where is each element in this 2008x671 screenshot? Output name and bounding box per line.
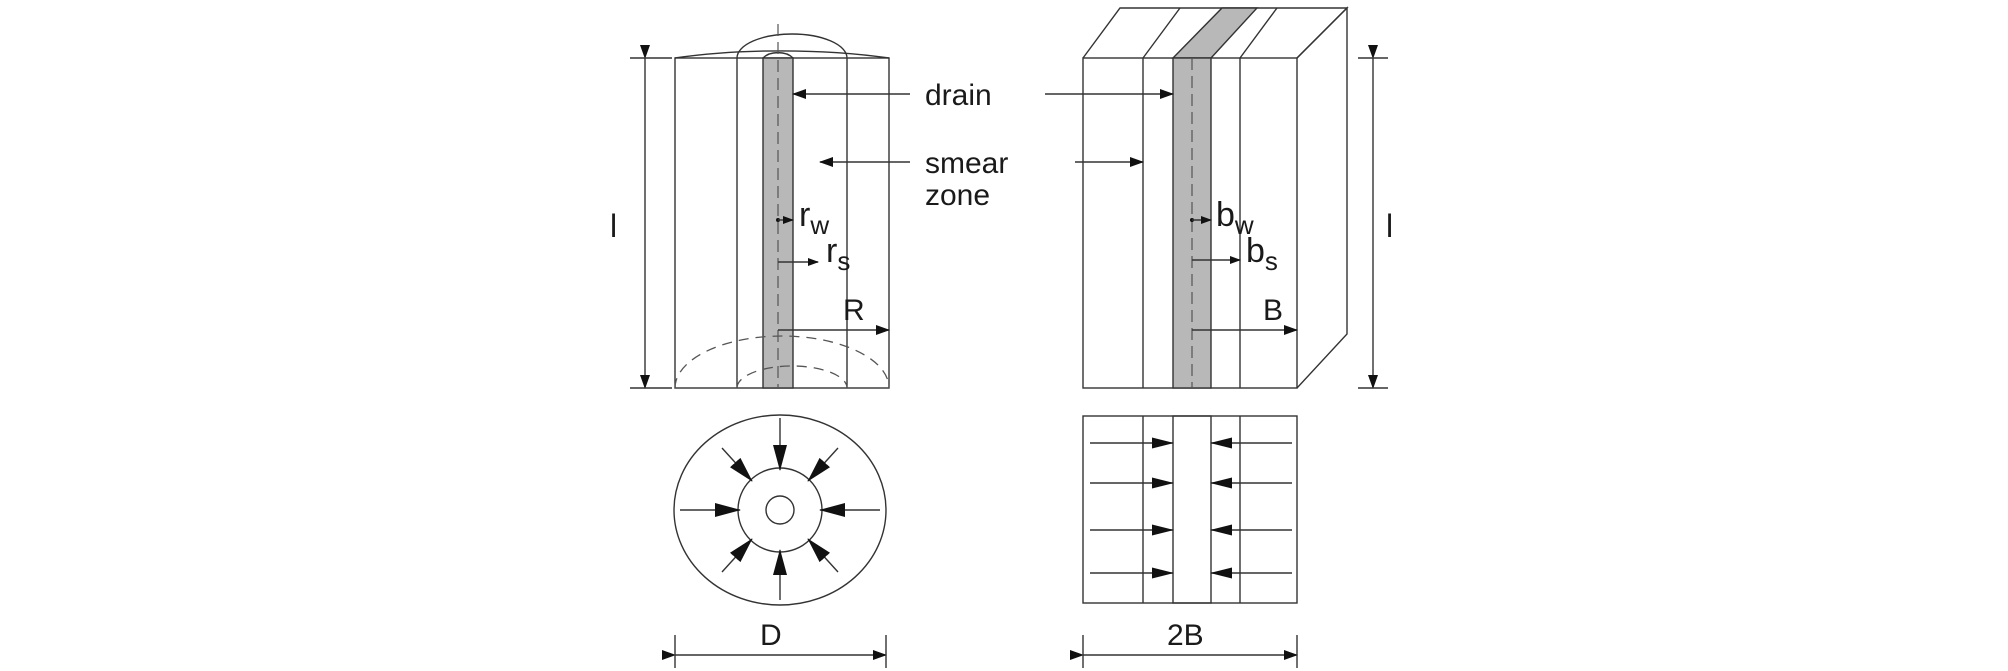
callouts xyxy=(792,89,1174,167)
label-b-s: bs xyxy=(1246,232,1278,276)
drain-strip-top xyxy=(1171,7,1259,59)
label-zone: zone xyxy=(925,179,990,212)
label-D: D xyxy=(760,619,782,652)
planar-flow-arrows xyxy=(1090,437,1292,579)
label-length-right: l xyxy=(1386,208,1393,244)
circular-plan-view xyxy=(662,414,887,668)
block-side-face xyxy=(1296,6,1348,389)
plan-drain-strip xyxy=(1172,415,1212,604)
radial-flow-arrows xyxy=(680,418,880,600)
plan-drain-circle xyxy=(765,495,795,525)
plan-smear-circle xyxy=(737,467,823,553)
cylinder-top-dome xyxy=(674,50,890,59)
cylindrical-unit-cell xyxy=(630,24,890,389)
smear-zone-top-arc xyxy=(736,33,848,59)
label-B: B xyxy=(1263,294,1283,327)
smear-left-edge-top xyxy=(1142,7,1181,59)
label-r-s: rs xyxy=(826,232,850,276)
smear-right-edge-top xyxy=(1239,7,1278,59)
plane-strain-plan-view xyxy=(1070,415,1298,668)
plan-outer-circle xyxy=(673,414,887,606)
plan-block-outline xyxy=(1082,415,1298,604)
label-b-w: bw xyxy=(1216,196,1254,240)
plane-strain-unit-cell xyxy=(1082,6,1388,389)
cylinder-bottom-dashed-arc xyxy=(674,335,890,389)
label-drain: drain xyxy=(925,79,992,112)
label-R: R xyxy=(843,294,865,327)
label-r-w: rw xyxy=(799,196,829,240)
label-smear: smear xyxy=(925,147,1008,180)
label-length-left: l xyxy=(610,208,617,244)
label-2B: 2B xyxy=(1167,619,1204,652)
